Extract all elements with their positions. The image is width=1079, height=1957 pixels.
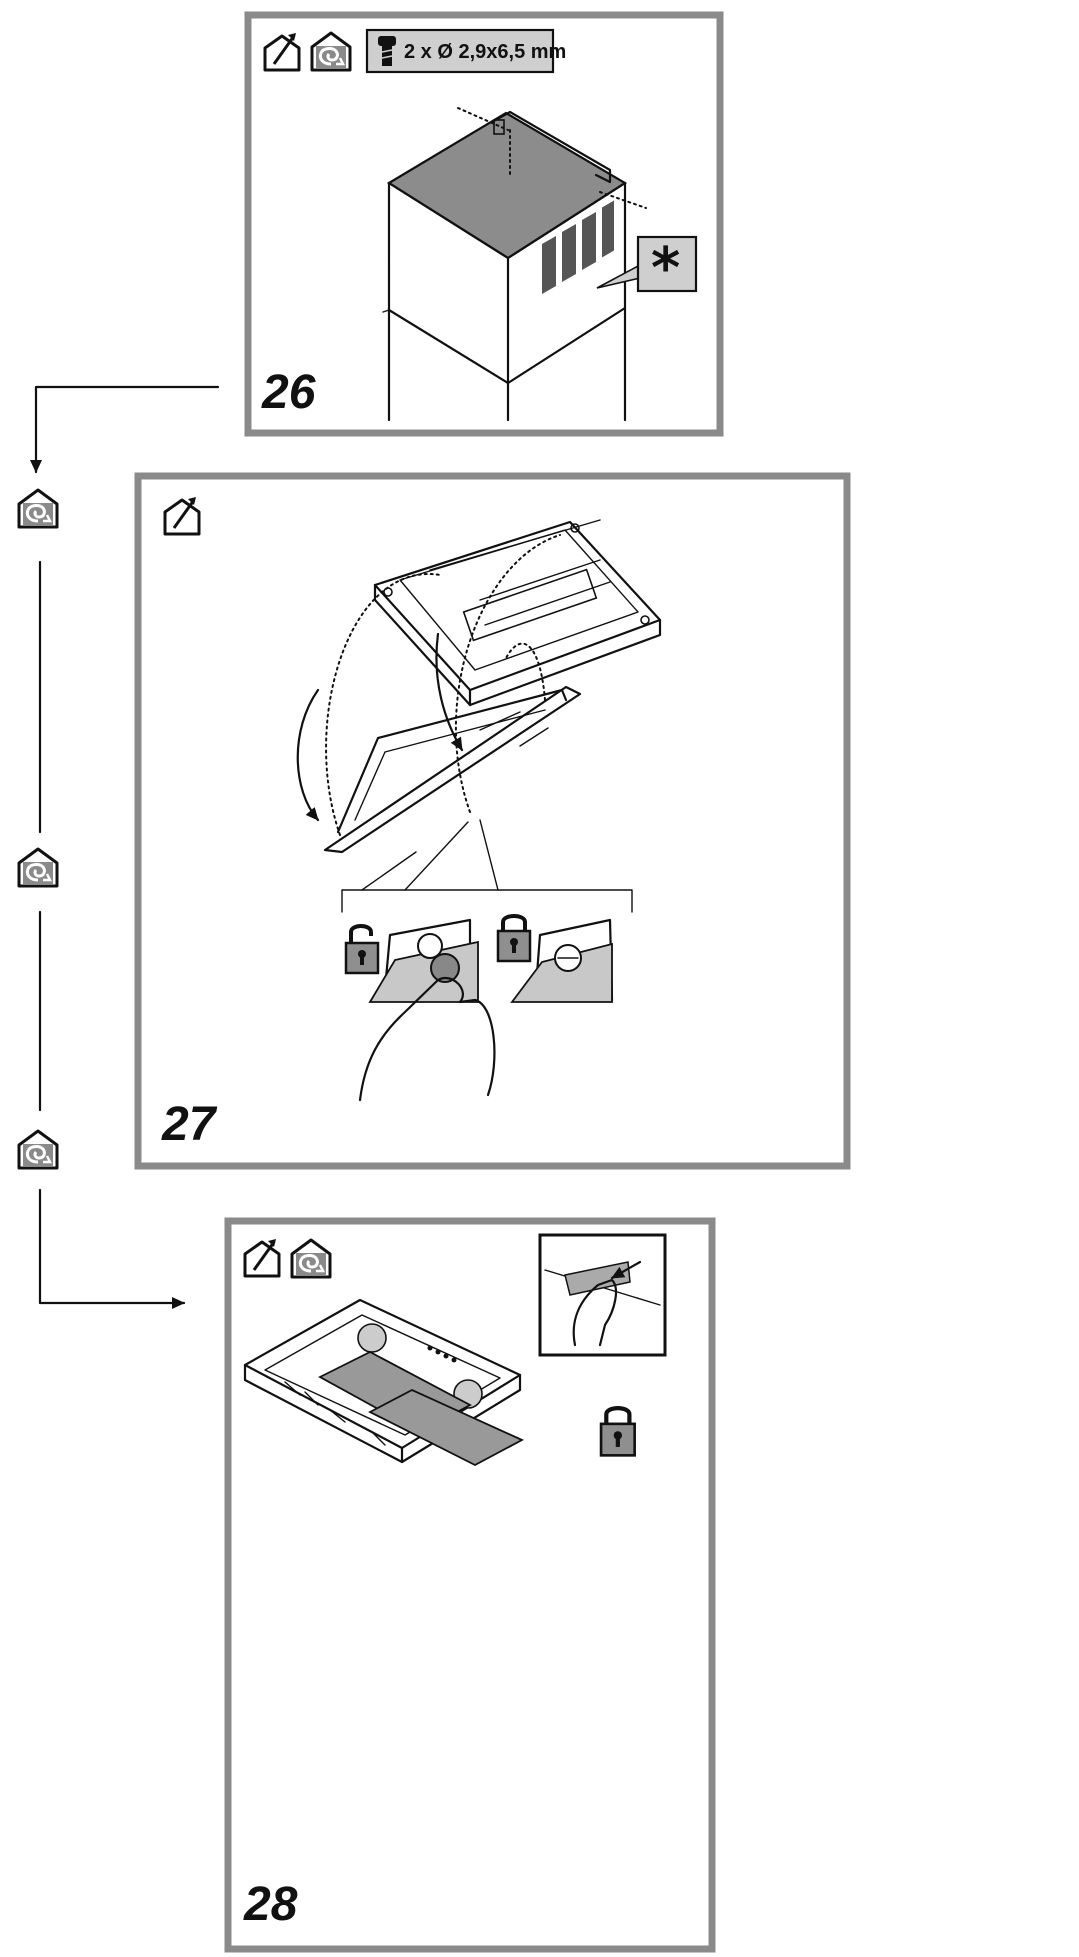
extraction-house-icon	[163, 495, 201, 536]
screw-spec-box	[365, 28, 555, 74]
step-28-frame	[224, 1217, 716, 1953]
locked-padlock-icon	[601, 1408, 635, 1455]
screw-icon	[378, 36, 396, 66]
unlocked-padlock-icon	[344, 924, 380, 975]
swing-path-dotted	[504, 642, 546, 701]
recirculation-house-icon	[17, 1129, 59, 1170]
swing-path-dotted	[455, 534, 561, 813]
flow-arrow-26-to-27	[30, 385, 220, 474]
step-number-28: 28	[243, 1878, 298, 1931]
flow-connectors	[30, 385, 220, 1309]
recirculation-house-icon	[310, 31, 352, 72]
step-28-panel: 28	[224, 1217, 716, 1953]
extraction-house-icon	[263, 31, 301, 72]
step-number-27: 27	[161, 1098, 218, 1151]
step-number-26: 26	[261, 366, 316, 419]
detail-unlocked	[344, 918, 496, 1102]
filter-panel-illustration	[323, 685, 582, 854]
callout-asterisk: *	[651, 236, 680, 301]
recirculation-house-icon	[290, 1238, 332, 1279]
zoom-leader-lines	[361, 819, 499, 891]
hand-illustration	[358, 977, 496, 1102]
step-26-panel: 2 x Ø 2,9x6,5 mm	[244, 11, 724, 437]
detail-locked	[496, 914, 614, 1003]
recirculation-house-icon	[17, 488, 59, 529]
step-27-panel: 27	[134, 472, 851, 1170]
screw-spec-label: 2 x Ø 2,9x6,5 mm	[404, 41, 566, 63]
recirculation-house-icon	[17, 847, 59, 888]
chimney-cover-illustration: *	[382, 107, 698, 422]
hand-illustration	[572, 1278, 618, 1347]
swing-arrow	[296, 688, 320, 822]
zoom-bracket	[341, 889, 633, 913]
hood-underside-illustration	[373, 519, 662, 707]
swing-arrow	[435, 632, 464, 752]
swing-path-dotted	[325, 573, 441, 836]
callout-box	[636, 235, 698, 293]
handle-inset	[538, 1233, 667, 1357]
extraction-house-icon	[243, 1237, 281, 1278]
locked-padlock-icon	[496, 914, 532, 963]
hood-with-filters-illustration	[243, 1298, 525, 1467]
flow-arrow-to-28	[38, 1188, 186, 1309]
step-27-frame	[134, 472, 851, 1170]
step-26-frame	[244, 11, 724, 437]
